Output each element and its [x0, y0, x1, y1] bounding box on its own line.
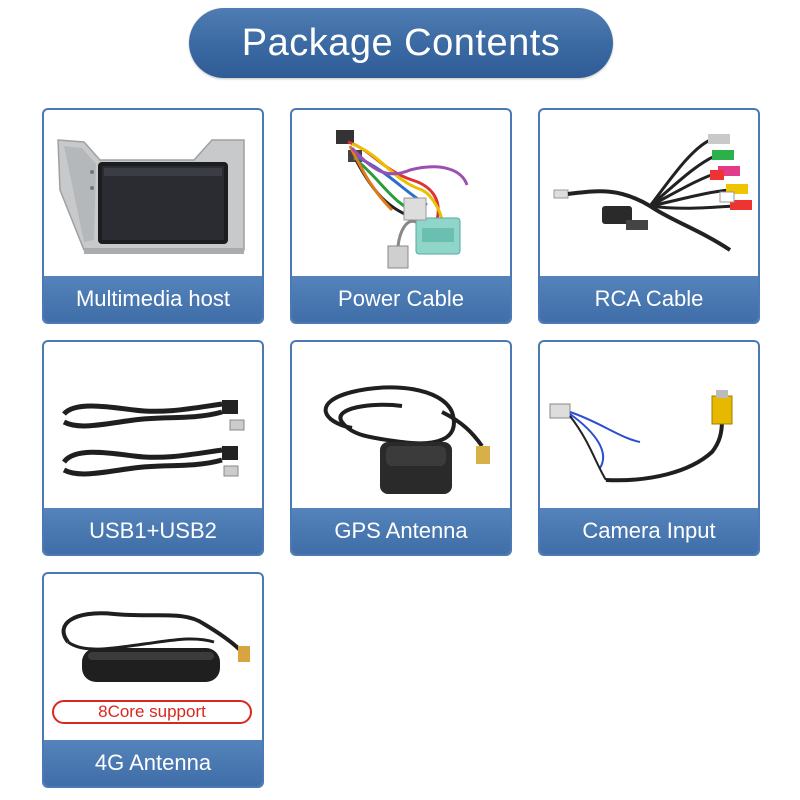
- item-card-camera-input: Camera Input: [538, 340, 760, 556]
- power-cable-image: [336, 130, 469, 269]
- 4g-antenna-image: [61, 611, 250, 682]
- item-label: Power Cable: [292, 276, 510, 322]
- item-card-rca-cable: RCA Cable: [538, 108, 760, 324]
- gps-antenna-image: [323, 385, 490, 494]
- item-label: Multimedia host: [44, 276, 262, 322]
- page-title: Package Contents: [189, 8, 613, 78]
- feature-badge: 8Core support: [52, 700, 252, 724]
- item-card-power-cable: Power Cable: [290, 108, 512, 324]
- item-label: GPS Antenna: [292, 508, 510, 554]
- item-card-multimedia-host: Multimedia host: [42, 108, 264, 324]
- rca-cable-image: [553, 134, 752, 252]
- item-card-usb: USB1+USB2: [42, 340, 264, 556]
- camera-input-image: [549, 390, 733, 483]
- usb-cable-image: [61, 400, 245, 477]
- item-label: Camera Input: [540, 508, 758, 554]
- item-label: USB1+USB2: [44, 508, 262, 554]
- item-label: RCA Cable: [540, 276, 758, 322]
- item-label: 4G Antenna: [44, 740, 262, 786]
- item-card-4g-antenna: 8Core support 4G Antenna: [42, 572, 264, 788]
- multimedia-host-image: [57, 139, 245, 254]
- item-card-gps-antenna: GPS Antenna: [290, 340, 512, 556]
